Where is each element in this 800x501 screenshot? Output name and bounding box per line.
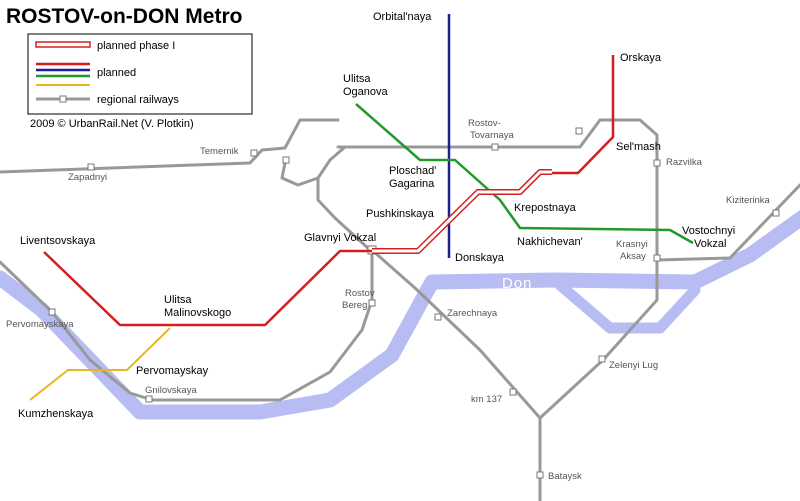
legend-label-rail: regional railways <box>97 94 179 106</box>
rail-zapadnyi: Zapadnyi <box>68 172 107 183</box>
station-krepostnaya: Krepostnaya <box>514 202 577 214</box>
station-ulitsa-malinovskogo: Ulitsa Malinovskogo <box>164 294 231 319</box>
rail-station-markers <box>48 127 780 479</box>
marker-pervomayskaya <box>48 308 56 316</box>
rail-razvilka: Razvilka <box>666 157 703 168</box>
legend-item-phase1: planned phase I <box>35 40 175 52</box>
rail-west-north <box>0 118 340 174</box>
rail-gnilovskaya: Gnilovskaya <box>145 385 197 396</box>
rail-rostov-bereg-l2: Bereg <box>342 300 367 311</box>
rail-rostov-tovarnaya-l1: Rostov- <box>468 118 501 129</box>
marker-temernik <box>250 149 258 157</box>
rail-north-main <box>336 118 659 420</box>
station-vostochnyi-vokzal: Vostochnyi Vokzal <box>682 225 738 250</box>
station-ulitsa-oganova-l2: Oganova <box>343 86 389 98</box>
station-orbitalnaya: Orbital'naya <box>373 11 432 23</box>
marker-bataysk <box>536 471 544 479</box>
station-ploschad-gagarina-l1: Ploschad' <box>389 165 436 177</box>
rail-krasnyi-aksay-l1: Krasnyi <box>616 239 648 250</box>
station-ulitsa-oganova-l1: Ulitsa <box>343 73 371 85</box>
station-ulitsa-oganova: Ulitsa Oganova <box>343 73 389 98</box>
marker-loop <box>282 156 290 164</box>
rail-kiziterinka: Kiziterinka <box>726 195 771 206</box>
legend-item-rail: regional railways <box>36 94 179 106</box>
marker-km137 <box>509 388 517 396</box>
legend-label-planned: planned <box>97 67 136 79</box>
rail-zelenyi-lug: Zelenyi Lug <box>609 360 658 371</box>
marker-krasnyi-aksay <box>653 254 661 262</box>
rail-km137: km 137 <box>471 394 502 405</box>
rail-bataysk <box>370 248 542 501</box>
rail-rostov-tovarnaya: Rostov- Tovarnaya <box>468 118 515 141</box>
station-donskaya: Donskaya <box>455 252 505 264</box>
marker-rostov-tovarnaya <box>491 143 499 151</box>
station-pervomayskay: Pervomayskay <box>136 365 209 377</box>
rail-vokzal-link <box>316 176 372 252</box>
marker-zelenyi-lug <box>598 355 606 363</box>
rail-krasnyi-aksay-l2: Aksay <box>620 251 646 262</box>
regional-railways <box>0 118 800 501</box>
rail-bataysk: Bataysk <box>548 471 582 482</box>
marker-tovarnaya-east <box>575 127 583 135</box>
river-don <box>0 209 800 420</box>
yellow-line <box>29 327 171 401</box>
station-ploschad-gagarina: Ploschad' Gagarina <box>389 165 439 190</box>
station-ploschad-gagarina-l2: Gagarina <box>389 178 435 190</box>
river-label: Don <box>502 275 533 292</box>
copyright: 2009 © UrbanRail.Net (V. Plotkin) <box>30 118 194 130</box>
legend-swatch-rail-marker <box>59 95 67 103</box>
rail-zarechnaya: Zarechnaya <box>447 308 498 319</box>
station-orskaya: Orskaya <box>620 52 662 64</box>
river-main <box>0 209 800 420</box>
rail-rostov-bereg: Rostov Bereg <box>342 288 377 311</box>
station-glavnyi-vokzal: Glavnyi Vokzal <box>304 232 376 244</box>
red-line-west <box>43 249 372 327</box>
rail-east <box>655 183 800 262</box>
map-title: ROSTOV-on-DON Metro <box>6 5 242 28</box>
rail-station-labels: Rostov- Tovarnaya Razvilka Temernik Zapa… <box>6 118 771 482</box>
station-selmash: Sel'mash <box>616 141 661 153</box>
station-kumzhenskaya: Kumzhenskaya <box>18 408 94 420</box>
rail-temernik: Temernik <box>200 146 239 157</box>
station-pushkinskaya: Pushkinskaya <box>366 208 435 220</box>
rail-rostov-tovarnaya-l2: Tovarnaya <box>470 130 515 141</box>
station-liventsovskaya: Liventsovskaya <box>20 235 96 247</box>
marker-gnilovskaya <box>145 395 153 403</box>
station-nakhichevan: Nakhichevan' <box>517 236 583 248</box>
rail-krasnyi-aksay: Krasnyi Aksay <box>616 239 650 262</box>
river-east-arm <box>554 279 701 334</box>
rail-south-west <box>0 248 374 402</box>
marker-razvilka <box>653 159 661 167</box>
marker-zarechnaya <box>434 313 442 321</box>
rail-pervomayskaya: Pervomayskaya <box>6 319 74 330</box>
rail-rostov-bereg-l1: Rostov <box>345 288 375 299</box>
phase1-fill <box>372 170 552 253</box>
marker-kiziterinka <box>772 209 780 217</box>
legend-item-planned: planned <box>36 62 136 79</box>
station-ulitsa-malinovskogo-l1: Ulitsa <box>164 294 192 306</box>
green-line <box>355 103 694 245</box>
marker-zapadnyi <box>87 163 95 171</box>
rail-loop-west <box>280 145 347 187</box>
station-labels: Orbital'naya Orskaya Ulitsa Oganova Sel'… <box>18 11 738 420</box>
red-line-east <box>552 55 615 175</box>
red-line-phase1 <box>372 169 552 254</box>
legend-label-phase1: planned phase I <box>97 40 175 52</box>
legend-swatch-phase1 <box>35 41 91 48</box>
station-vostochnyi-vokzal-l2: Vokzal <box>694 238 726 250</box>
station-ulitsa-malinovskogo-l2: Malinovskogo <box>164 307 231 319</box>
station-vostochnyi-vokzal-l1: Vostochnyi <box>682 225 735 237</box>
marker-rostov-bereg <box>368 299 376 307</box>
legend: planned phase I planned regional railway… <box>27 33 253 115</box>
